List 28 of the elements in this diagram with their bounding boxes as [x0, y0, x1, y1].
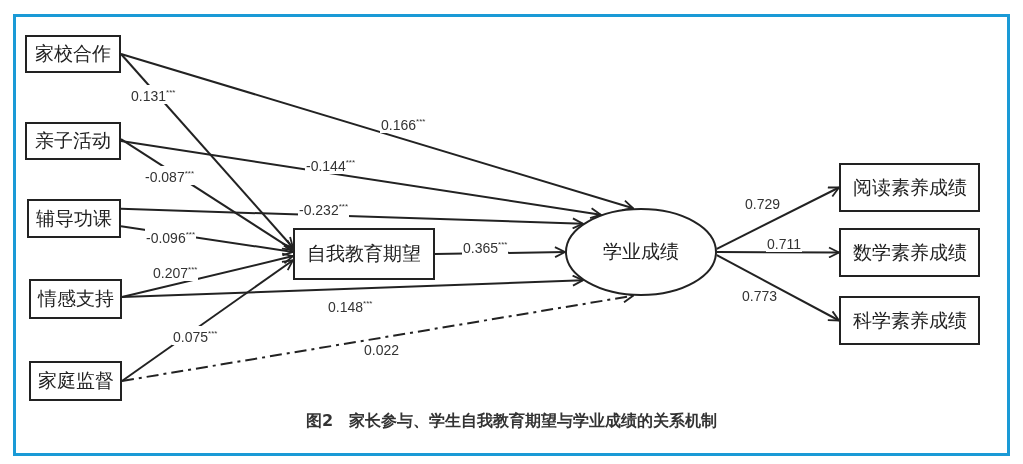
variable-box: 阅读素养成绩	[839, 163, 980, 212]
variable-box: 科学素养成绩	[839, 296, 980, 345]
path-coefficient: 0.131$^{***}$	[130, 85, 177, 104]
variable-box: 亲子活动	[25, 122, 121, 160]
path-coefficient: -0.096$^{***}$	[145, 227, 197, 246]
path-coefficient: 0.729	[744, 197, 782, 212]
path-coefficient: 0.022	[363, 343, 401, 358]
latent-ellipse: 学业成绩	[565, 208, 717, 296]
variable-box: 自我教育期望	[293, 228, 435, 280]
arrow	[120, 53, 294, 249]
arrow	[121, 252, 294, 298]
figure-caption: 图2 家长参与、学生自我教育期望与学业成绩的关系机制	[305, 411, 718, 430]
variable-box: 家校合作	[25, 35, 121, 73]
variable-box: 家庭监督	[29, 361, 122, 401]
arrow	[120, 140, 602, 219]
path-coefficient: -0.087$^{***}$	[144, 166, 196, 185]
arrow	[121, 274, 584, 298]
path-coefficient: 0.711	[766, 237, 802, 252]
arrow	[120, 53, 635, 212]
arrow	[715, 254, 840, 322]
variable-box: 辅导功课	[27, 199, 121, 238]
variable-box: 情感支持	[29, 279, 122, 319]
path-coefficient: 0.075$^{***}$	[172, 326, 219, 345]
arrow	[715, 186, 840, 250]
path-coefficient: 0.773	[741, 289, 779, 304]
variable-box: 数学素养成绩	[839, 228, 980, 277]
arrow	[716, 246, 840, 259]
arrow	[120, 207, 584, 230]
